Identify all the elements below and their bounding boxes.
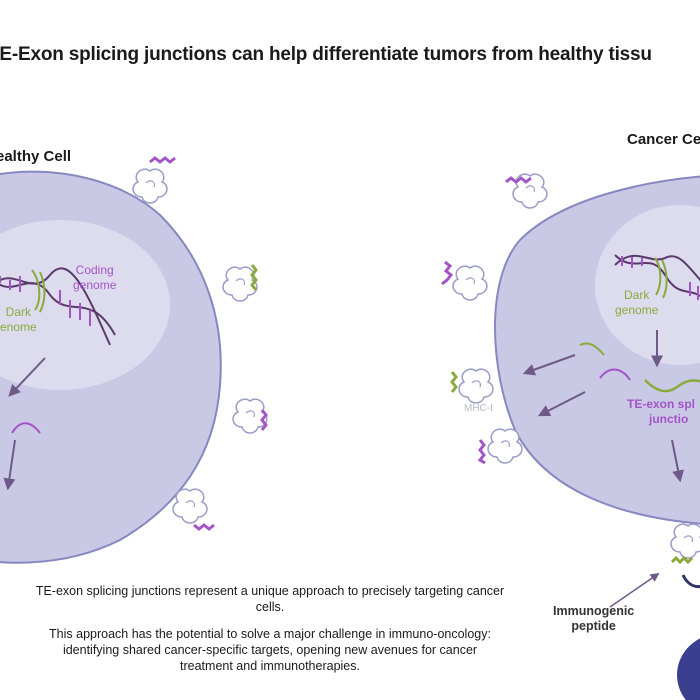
cancer-cell-title: Cancer Ce [627,131,700,148]
arrow-icon [609,572,660,608]
rna-strand-icon [644,379,700,393]
peptide-chain-icon [260,409,268,431]
rna-strand-icon [599,368,631,381]
peptide-chain-icon [250,264,258,291]
mhc-receptor-icon [487,428,523,464]
dna-helix-icon [0,267,116,346]
peptide-chain-icon [149,156,176,164]
caption: TE-exon splicing junctions represent a u… [35,584,505,673]
arrow-icon [522,354,576,376]
arrow-icon [537,391,586,417]
peptide-chain-icon [450,371,458,393]
tcr-receptor-icon [681,574,700,589]
dna-helix-icon [614,254,700,300]
healthy-cell [0,156,268,564]
figure-title: TE-Exon splicing junctions can help diff… [0,44,652,65]
mhc-receptor-icon [172,488,208,524]
healthy-cell-title: ealthy Cell [0,148,72,165]
rna-strand-icon [11,422,41,434]
arrow-icon [671,439,685,483]
cancer-cell [441,173,700,700]
cancer-nucleus [595,205,700,365]
healthy-nucleus [0,220,170,390]
peptide-chain-icon [477,439,486,465]
mhc-receptor-icon [452,265,488,301]
t-cell-icon [677,638,700,700]
peptide-chain-icon [670,555,694,565]
peptide-chain-icon [193,523,215,531]
peptide-chain-icon [441,260,454,286]
arrow-icon [3,439,16,491]
rna-strand-icon [579,342,605,356]
mhc-receptor-icon [670,523,700,559]
peptide-chain-icon [505,176,532,184]
mhc-receptor-icon [458,368,494,404]
arrow-icon [8,357,46,397]
mhc-label: MHC-I [464,403,493,414]
